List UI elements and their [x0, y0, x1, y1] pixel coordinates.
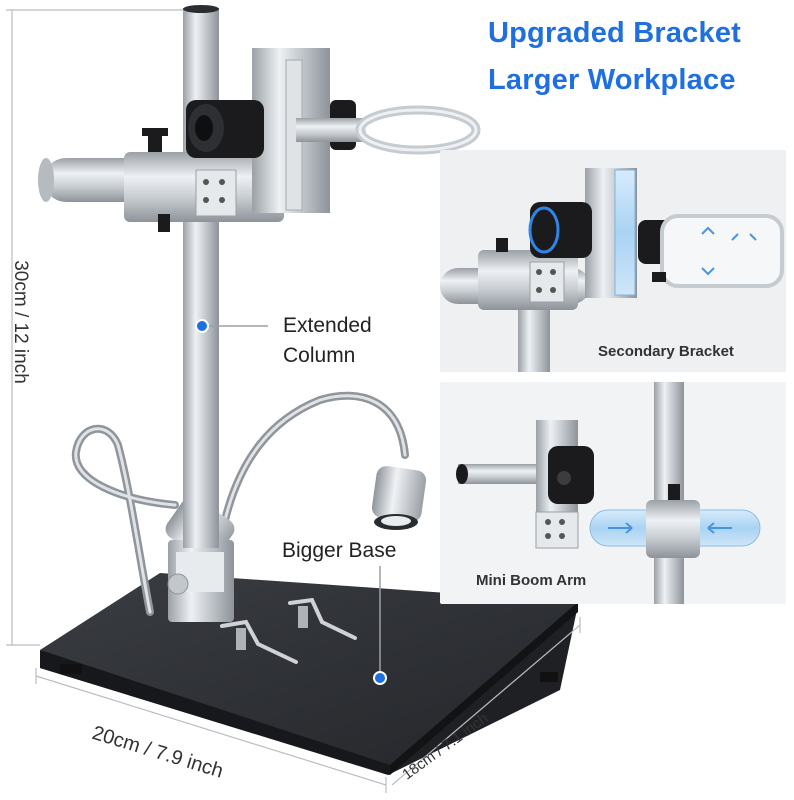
headline-line-1: Upgraded Bracket — [488, 17, 741, 49]
height-dimension-label: 30cm / 12 inch — [10, 260, 31, 384]
extended-column-label-line-2: Column — [283, 344, 356, 367]
mini-boom-arm-photo — [456, 382, 761, 604]
callout-markers — [195, 319, 387, 685]
mini-boom-arm-label: Mini Boom Arm — [476, 572, 587, 589]
lamp-head-right — [371, 466, 427, 530]
base-dimension-lines — [35, 617, 581, 793]
mini-boom-arm-panel: Mini Boom Arm — [440, 382, 786, 604]
work-clips — [220, 597, 357, 664]
extended-column-label-line-1: Extended — [283, 314, 372, 337]
headline-line-2: Larger Workplace — [488, 64, 736, 96]
extended-column — [183, 5, 219, 548]
bigger-base-label: Bigger Base — [282, 539, 397, 562]
gooseneck-lamps — [71, 391, 409, 616]
secondary-bracket-panel: Secondary Bracket — [440, 150, 786, 372]
main-bracket — [38, 48, 481, 232]
secondary-bracket-photo — [440, 168, 784, 372]
base-clamp — [167, 540, 234, 622]
secondary-bracket-label: Secondary Bracket — [598, 343, 734, 360]
height-dimension-line — [6, 9, 185, 646]
